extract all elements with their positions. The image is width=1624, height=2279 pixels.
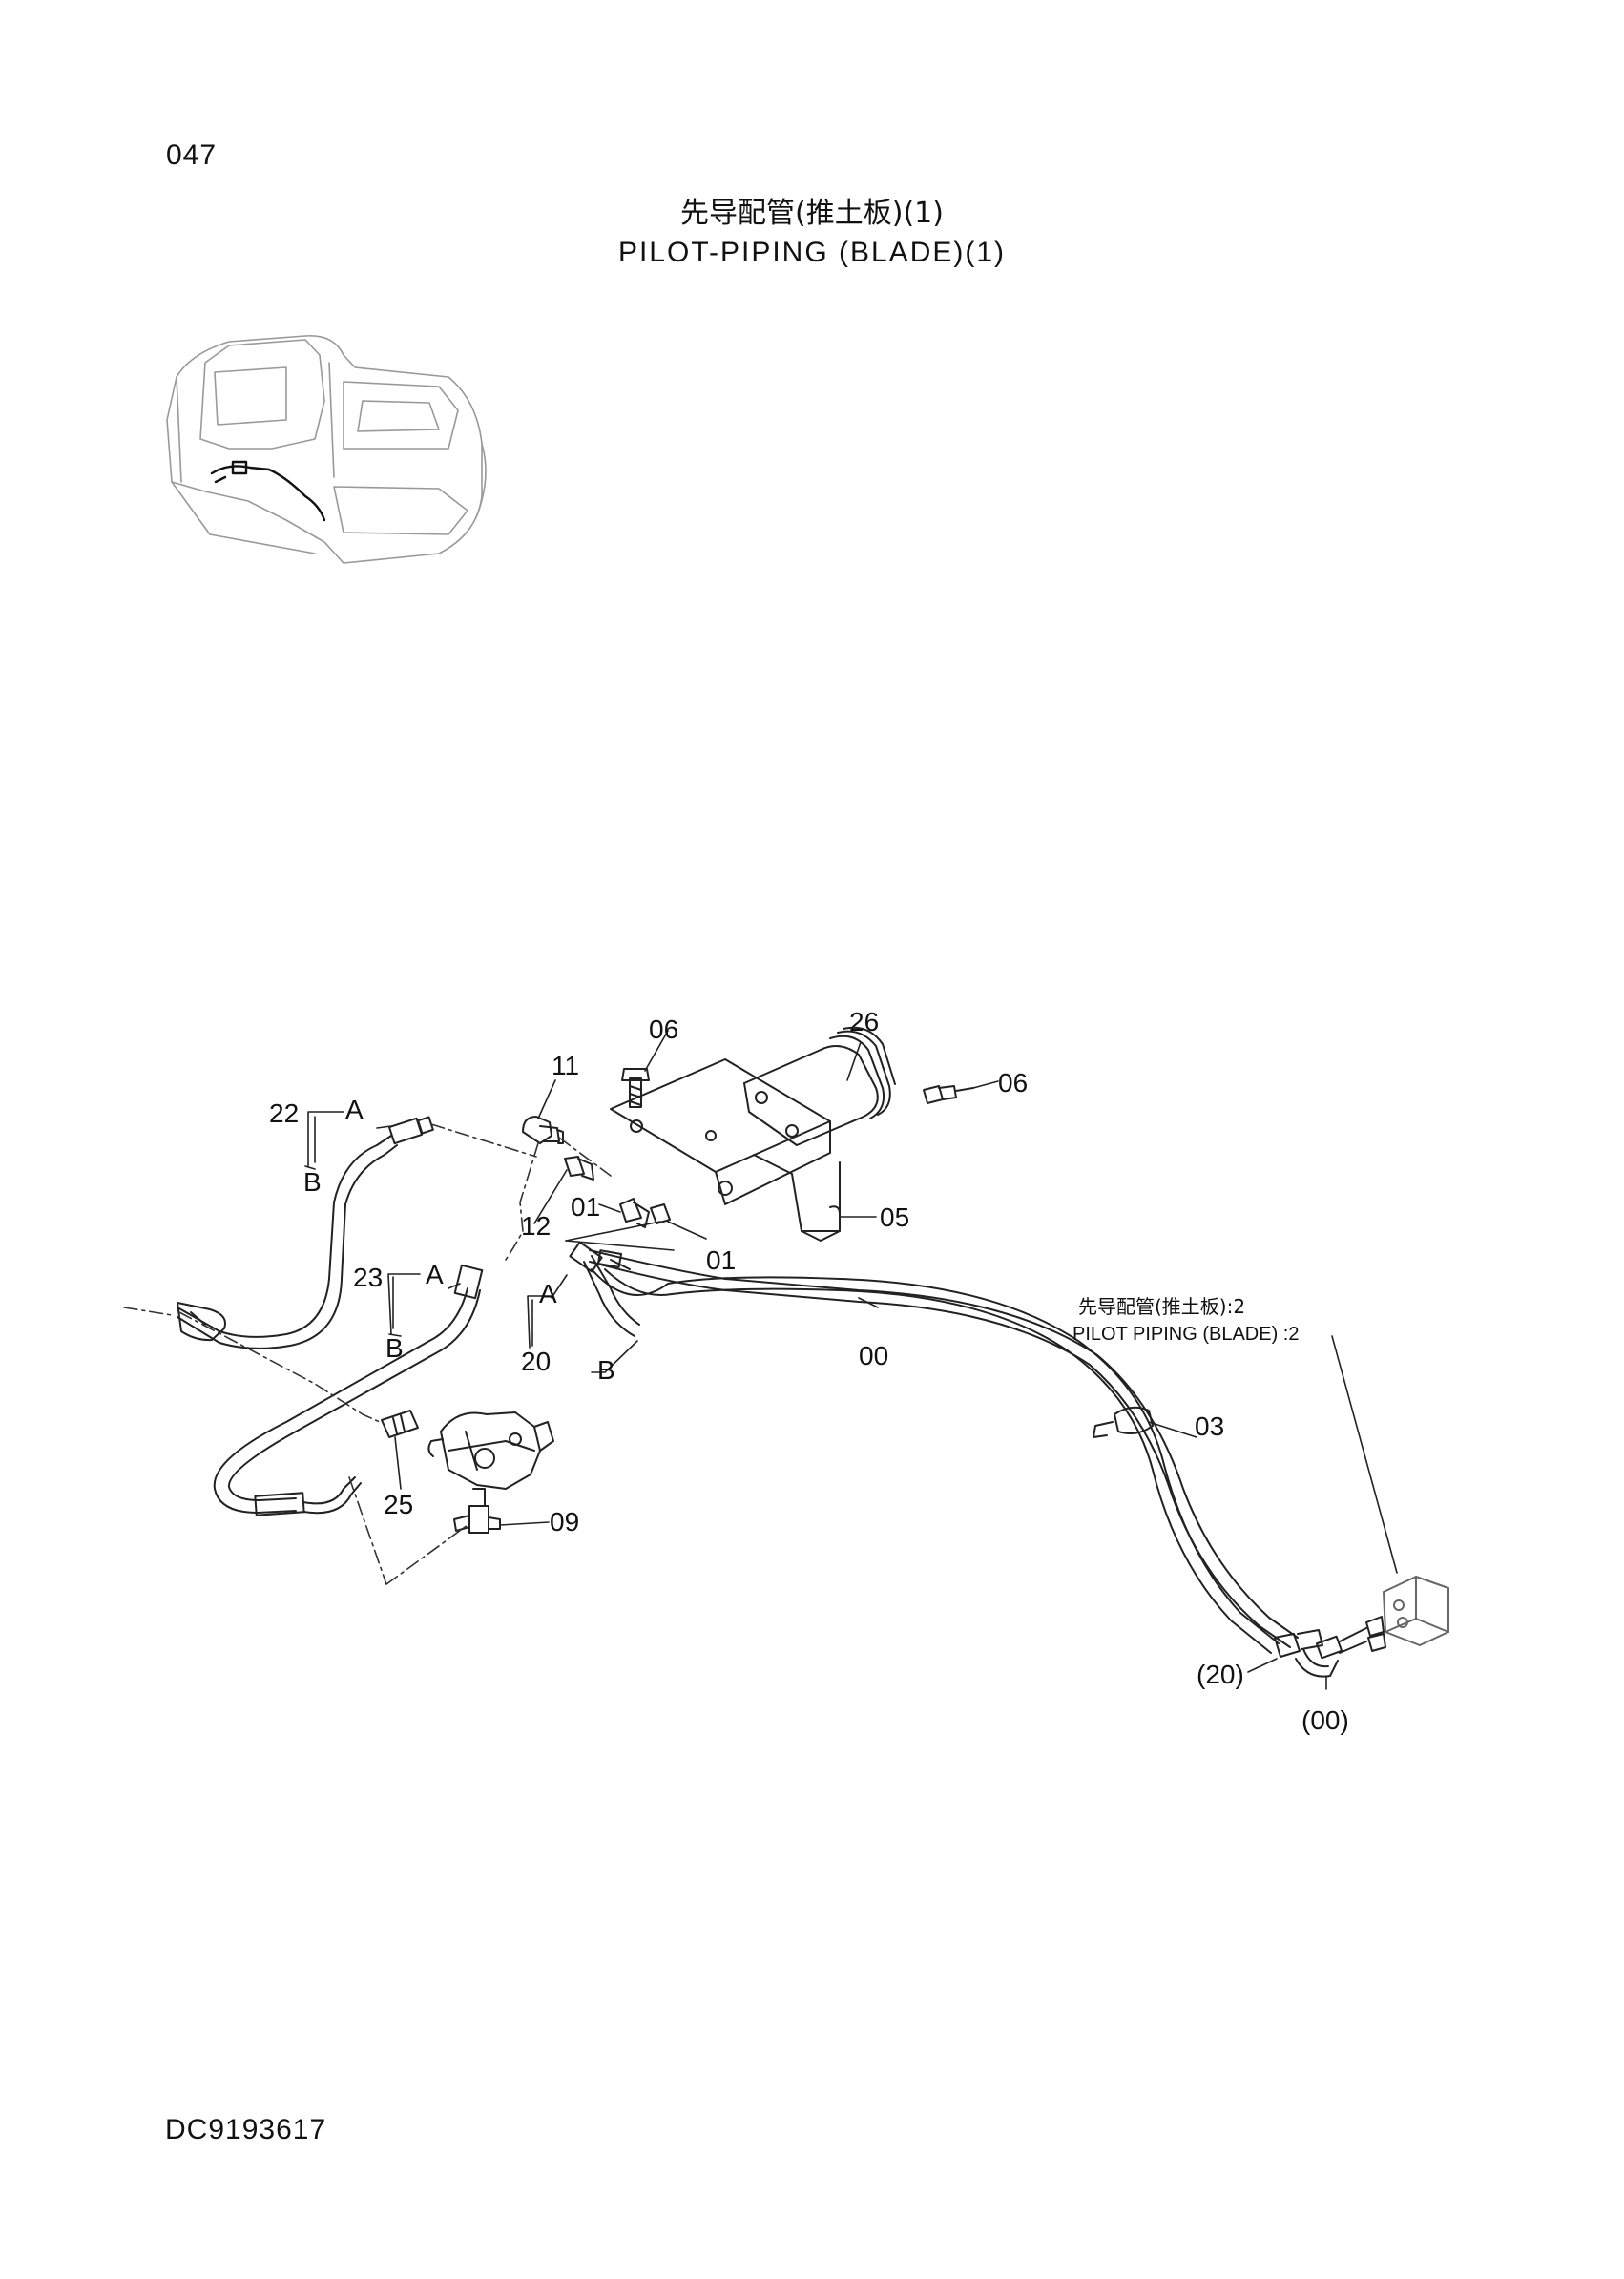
main-hose-assembly-00-20: [589, 1249, 1299, 1654]
callout-22: 22: [269, 1098, 299, 1128]
callout-06-top: 06: [649, 1014, 678, 1044]
locator-highlight-piping: [210, 460, 326, 522]
callout-25: 25: [384, 1490, 413, 1519]
callout-09: 09: [550, 1507, 579, 1537]
callout-05: 05: [880, 1202, 909, 1232]
callout-03: 03: [1195, 1411, 1224, 1441]
callout-22-a: A: [345, 1095, 364, 1124]
callout-22-b: B: [303, 1167, 322, 1197]
handle-26: [743, 1026, 896, 1146]
callout-20-a: A: [539, 1279, 557, 1308]
connection-lines: [123, 1123, 612, 1585]
tee-fitting-09: [453, 1488, 501, 1534]
callout-12: 12: [521, 1211, 551, 1241]
bracket-05: [610, 1058, 841, 1242]
clamp-03: [1093, 1406, 1154, 1438]
reference-note-chinese: 先导配管(推土板):2: [1078, 1295, 1245, 1318]
reference-note-english: PILOT PIPING (BLADE) :2: [1072, 1324, 1299, 1345]
hose-23: [213, 1264, 484, 1516]
elbow-fitting-11: [522, 1116, 564, 1144]
hose-22: [177, 1116, 434, 1349]
hose-20-left-end: [569, 1241, 640, 1337]
callout-11: 11: [552, 1051, 579, 1080]
page-number: 047: [166, 139, 218, 171]
control-valve: [427, 1411, 554, 1490]
page-title-english: PILOT-PIPING (BLADE)(1): [617, 237, 1007, 268]
adapter-fitting-12: [564, 1156, 594, 1181]
callout-06-right: 06: [998, 1068, 1028, 1098]
right-end-fittings: [1274, 1616, 1386, 1678]
callout-00: 00: [859, 1341, 888, 1370]
fitting-01-pair: [619, 1198, 671, 1228]
callout-00-reference: (00): [1301, 1705, 1349, 1735]
page-title-chinese: 先导配管(推土板)(1): [680, 197, 944, 230]
callout-23-a: A: [426, 1260, 444, 1289]
callout-labels: 06 26 06 11 22 A B 12 01 01 05 23 A B 20…: [269, 1007, 1349, 1735]
callout-20-reference: (20): [1197, 1660, 1244, 1689]
callout-01-upper: 01: [571, 1192, 600, 1222]
bolt-06-right: [923, 1085, 974, 1104]
callout-20: 20: [521, 1347, 551, 1376]
callout-01-lower: 01: [706, 1245, 736, 1275]
adapter-25: [381, 1410, 419, 1438]
callout-20-b: B: [597, 1355, 615, 1385]
valve-block: [1383, 1576, 1449, 1646]
callout-23-b: B: [385, 1333, 404, 1363]
document-code: DC9193617: [165, 2114, 327, 2145]
callout-23: 23: [353, 1263, 383, 1292]
excavator-locator-thumbnail: [166, 335, 487, 564]
callout-26: 26: [849, 1007, 879, 1036]
leader-lines: [304, 1030, 1398, 1690]
